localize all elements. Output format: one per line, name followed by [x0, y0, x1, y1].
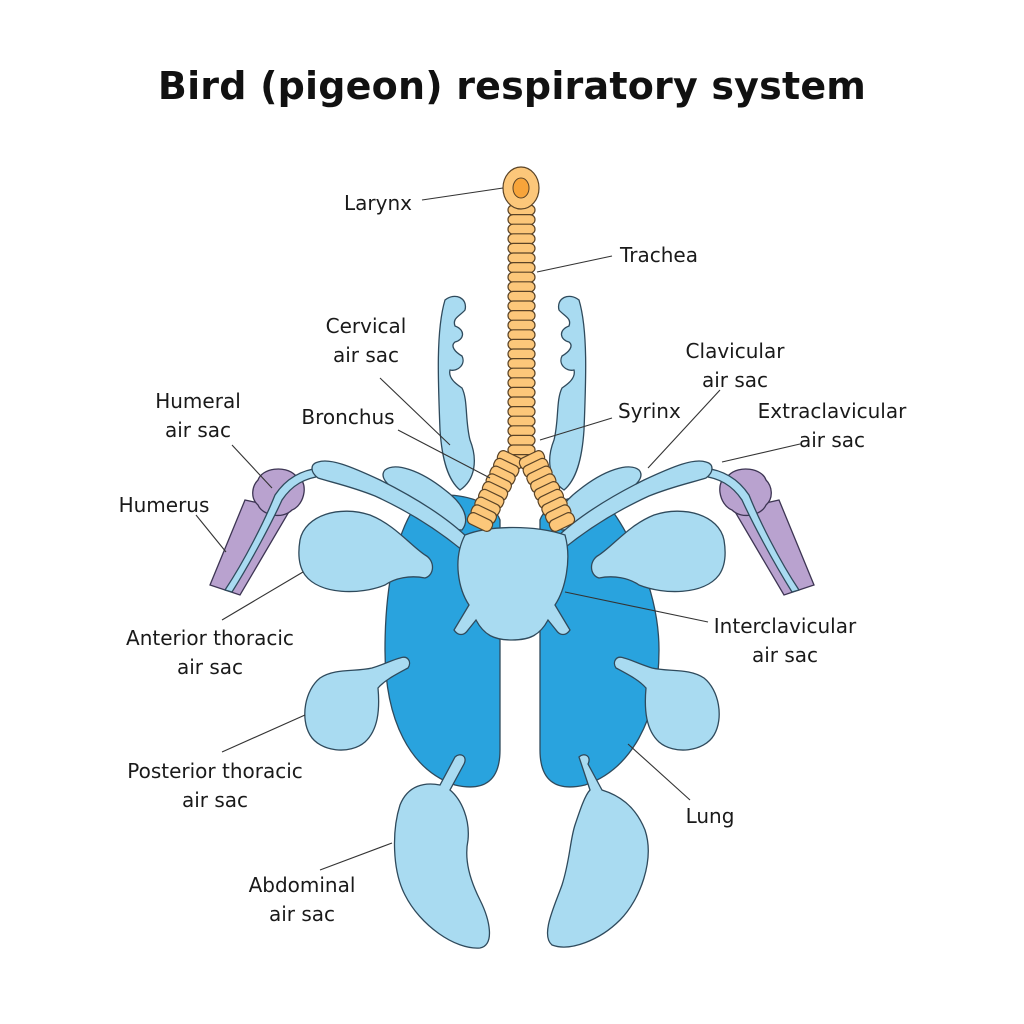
trachea-ring [507, 281, 536, 293]
left-anterior-thoracic-air-sac [298, 510, 434, 593]
leader-anterior-thoracic [221, 571, 304, 621]
left-bronchus-ring [466, 512, 494, 532]
leader-syrinx [539, 417, 613, 441]
right-posterior-thoracic-air-sac [613, 656, 720, 751]
right-extraclavicular-air-sac [553, 460, 713, 551]
trachea-ring [507, 396, 536, 408]
label-syrinx: Syrinx [618, 399, 681, 423]
label-larynx: Larynx [344, 191, 412, 215]
leader-posterior-thoracic [221, 714, 306, 753]
bronchi [466, 450, 576, 532]
leader-humeral [231, 444, 273, 489]
trachea-ring [507, 425, 536, 437]
trachea-ring [507, 367, 536, 379]
leader-clavicular [647, 389, 721, 469]
larynx-glottis [512, 177, 530, 199]
leader-interclavicular [564, 591, 709, 623]
trachea-ring [507, 415, 536, 427]
label-lung: Lung [686, 804, 735, 828]
trachea-ring [507, 377, 536, 389]
right-abdominal-air-sac [546, 754, 649, 948]
right-humeral-air-sac-duct [701, 467, 801, 593]
label-humerus: Humerus [119, 493, 210, 517]
trachea [507, 204, 536, 466]
trachea-ring [507, 329, 536, 341]
trachea-ring [507, 348, 536, 360]
trachea-ring [507, 310, 536, 322]
trachea-ring [507, 319, 536, 331]
trachea-ring [507, 300, 536, 312]
trachea-ring [507, 252, 536, 264]
leader-lung [627, 743, 691, 801]
left-extraclavicular-air-sac [311, 460, 471, 551]
leader-cervical [379, 377, 451, 446]
left-posterior-thoracic-air-sac [304, 656, 411, 751]
left-cervical-air-sac [437, 295, 475, 491]
leader-bronchus [397, 429, 491, 479]
leader-trachea [536, 255, 613, 273]
trachea-ring [507, 214, 536, 226]
leader-lines [195, 187, 801, 871]
label-bronchus: Bronchus [301, 405, 394, 429]
cervical-air-sacs [437, 295, 587, 491]
trachea-ring [507, 358, 536, 370]
trachea-ring [507, 386, 536, 398]
leader-humerus [195, 514, 227, 553]
trachea-ring [507, 242, 536, 254]
trachea-ring [507, 434, 536, 446]
label-trachea: Trachea [619, 243, 698, 267]
leader-extraclavicular [721, 443, 801, 463]
trachea-ring [507, 262, 536, 274]
right-cervical-air-sac [549, 295, 587, 491]
trachea-ring [507, 271, 536, 283]
interclavicular-air-sac [453, 526, 571, 641]
right-bronchus-ring [548, 512, 576, 532]
leader-larynx [421, 187, 504, 201]
trachea-ring [507, 290, 536, 302]
trachea-ring [507, 233, 536, 245]
left-abdominal-air-sac [393, 754, 491, 949]
trachea-ring [507, 338, 536, 350]
humerus-right [701, 467, 815, 596]
diagram-title: Bird (pigeon) respiratory system [157, 64, 867, 108]
trachea-ring [507, 406, 536, 418]
leader-abdominal [319, 842, 393, 871]
larynx [502, 166, 540, 210]
left-humeral-air-sac-duct [223, 467, 323, 593]
right-anterior-thoracic-air-sac [590, 510, 726, 593]
trachea-ring [507, 223, 536, 235]
